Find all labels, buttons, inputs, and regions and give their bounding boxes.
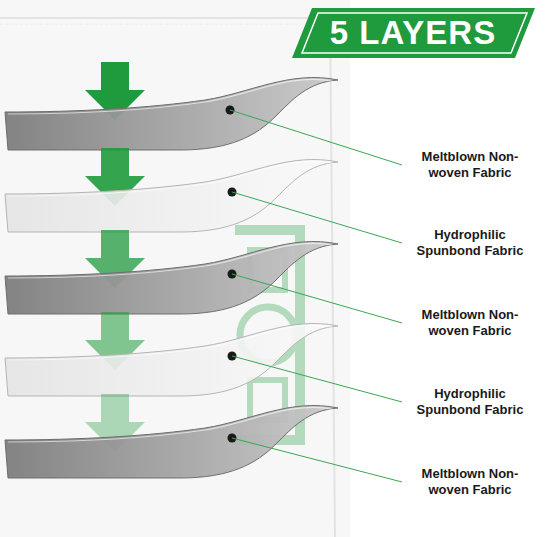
- fabric-layer: [5, 160, 338, 232]
- title-text: 5 LAYERS: [330, 14, 496, 52]
- layer-highlight: [8, 79, 332, 114]
- title-banner: [292, 8, 535, 58]
- layer-label: Hydrophilic Spunbond Fabric: [408, 386, 532, 418]
- layer-highlight: [8, 407, 332, 442]
- leader-line: [232, 274, 402, 323]
- layer-label: Hydrophilic Spunbond Fabric: [408, 227, 532, 259]
- mask-stitch: [0, 24, 325, 25]
- layer-highlight: [8, 161, 332, 196]
- layer-label: Meltblown Non-woven Fabric: [408, 307, 532, 339]
- leader-line: [230, 110, 402, 165]
- layer-label: Meltblown Non-woven Fabric: [408, 466, 532, 498]
- leader-line: [232, 192, 402, 243]
- fabric-layer: [5, 242, 338, 314]
- leader-line: [232, 356, 402, 402]
- layer-label: Meltblown Non-woven Fabric: [408, 149, 532, 181]
- fabric-layer: [5, 324, 338, 396]
- mask-background: [0, 0, 350, 537]
- leader-line: [232, 438, 402, 482]
- banner-border: [302, 13, 527, 53]
- fabric-layer: [5, 78, 338, 150]
- layer-highlight: [8, 243, 332, 278]
- fabric-layer: [5, 406, 338, 478]
- layer-highlight: [8, 325, 332, 360]
